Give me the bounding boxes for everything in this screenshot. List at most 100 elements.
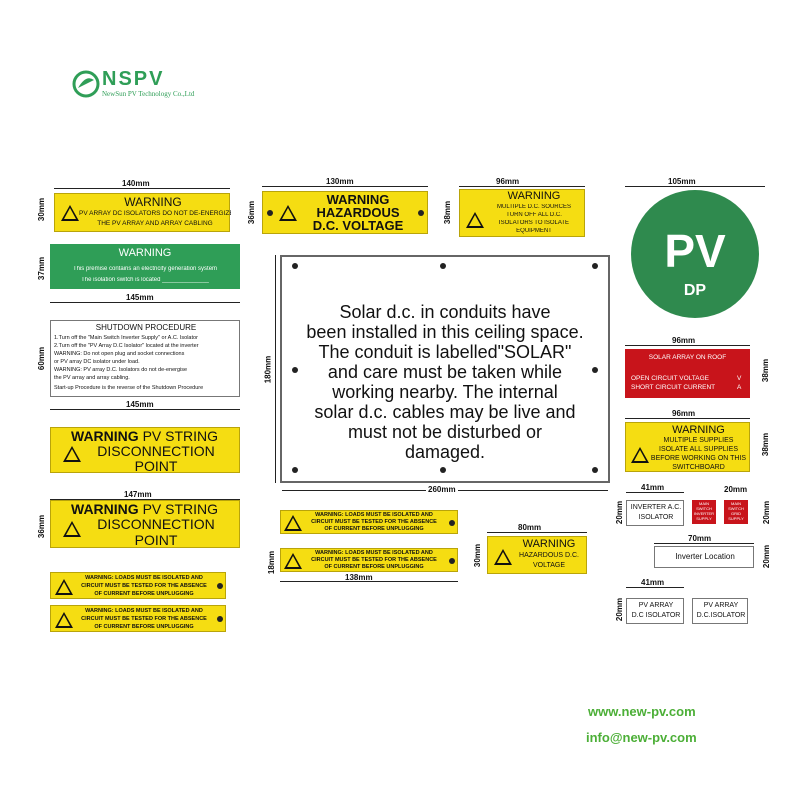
warning-sign-pv-array-isolators: WARNING PV ARRAY DC ISOLATORS DO NOT DE-… xyxy=(54,193,231,232)
mount-hole xyxy=(449,558,455,564)
warning-word: WARNING xyxy=(71,501,139,517)
dim-label: 20mm xyxy=(762,500,772,525)
pv-string-word: PV STRING xyxy=(142,501,219,517)
loads-isolated-sign: WARNING: LOADS MUST BE ISOLATED AND CIRC… xyxy=(50,572,226,599)
dim-label: 140mm xyxy=(122,179,150,188)
mount-hole xyxy=(217,583,223,589)
dim-label: 80mm xyxy=(518,523,542,532)
mount-hole xyxy=(292,263,298,269)
leaf-logo-icon xyxy=(72,70,100,98)
warning-triangle-icon xyxy=(63,446,81,462)
sign-title: WARNING xyxy=(124,195,182,209)
dim-label: 20mm xyxy=(762,544,772,569)
green-disc xyxy=(631,190,759,318)
mount-hole xyxy=(267,210,273,216)
logo-brand: NSPV xyxy=(102,68,165,90)
dim-label: 30mm xyxy=(37,197,47,222)
warning-sign-multiple-supplies: WARNING MULTIPLE SUPPLIES ISOLATE ALL SU… xyxy=(625,422,750,472)
mount-hole xyxy=(217,616,223,622)
warning-triangle-icon xyxy=(55,579,73,595)
warning-triangle-icon xyxy=(466,212,484,228)
dim-line xyxy=(459,186,585,187)
dim-label: 96mm xyxy=(672,409,696,418)
main-switch-inverter-supply-label: MAIN SWITCH INVERTER SUPPLY xyxy=(692,500,716,524)
mount-hole xyxy=(292,467,298,473)
dim-label: 60mm xyxy=(37,346,47,371)
dim-label: 37mm xyxy=(37,256,47,281)
dim-line xyxy=(626,492,684,493)
warning-triangle-icon xyxy=(631,447,649,463)
dim-label: 105mm xyxy=(668,177,696,186)
website-link[interactable]: www.new-pv.com xyxy=(588,704,696,719)
loads-isolated-sign: WARNING: LOADS MUST BE ISOLATED AND CIRC… xyxy=(280,548,458,572)
warning-triangle-icon xyxy=(284,515,302,531)
warning-triangle-icon xyxy=(55,612,73,628)
loads-isolated-sign: WARNING: LOADS MUST BE ISOLATED AND CIRC… xyxy=(280,510,458,534)
solar-conduit-sign: Solar d.c. in conduits have been install… xyxy=(280,255,610,483)
dim-line xyxy=(54,188,230,189)
dim-label: 96mm xyxy=(672,336,696,345)
warning-triangle-icon xyxy=(494,549,512,565)
logo: NSPV NewSun PV Technology Co.,Ltd xyxy=(72,68,232,100)
sign-line: WARNING PV STRING xyxy=(71,428,241,444)
dim-label: 96mm xyxy=(496,177,520,186)
dim-line xyxy=(275,255,276,483)
dim-line xyxy=(50,499,240,500)
dim-line xyxy=(280,581,458,582)
warning-triangle-icon xyxy=(284,553,302,569)
dim-line xyxy=(654,543,754,544)
inverter-location-label: Inverter Location xyxy=(654,546,754,568)
dim-label: 20mm xyxy=(724,485,748,494)
pv-string-word: PV STRING xyxy=(142,428,219,444)
mount-hole xyxy=(592,367,598,373)
dim-line xyxy=(262,186,428,187)
pv-string-disconnection-sign: WARNING PV STRING DISCONNECTION POINT xyxy=(50,427,241,474)
logo-company: NewSun PV Technology Co.,Ltd xyxy=(102,90,195,98)
shutdown-procedure-sign: SHUTDOWN PROCEDURE 1.Turn off the "Main … xyxy=(50,320,240,397)
dim-line xyxy=(626,587,684,588)
dim-label: 36mm xyxy=(37,514,47,539)
dim-label: 38mm xyxy=(443,200,453,225)
email-link[interactable]: info@new-pv.com xyxy=(586,730,697,745)
warning-triangle-icon xyxy=(63,521,81,537)
dim-label: 38mm xyxy=(761,358,771,383)
mount-hole xyxy=(449,520,455,526)
mount-hole xyxy=(292,367,298,373)
dim-label: 260mm xyxy=(426,485,458,494)
dim-label: 41mm xyxy=(641,483,665,492)
pv-array-dc-isolator-label: PV ARRAY D.C.ISOLATOR xyxy=(692,598,748,624)
dim-line xyxy=(625,186,765,187)
dim-label: 70mm xyxy=(688,534,712,543)
loads-isolated-sign: WARNING: LOADS MUST BE ISOLATED AND CIRC… xyxy=(50,605,226,632)
dim-label: 180mm xyxy=(263,355,273,384)
warning-triangle-icon xyxy=(279,205,297,221)
dim-line xyxy=(625,345,750,346)
dim-label: 18mm xyxy=(267,550,277,575)
warning-triangle-icon xyxy=(61,205,79,221)
warning-sign-generation-system: WARNING This premise contains an electri… xyxy=(50,244,240,289)
dim-line xyxy=(625,418,750,419)
pv-array-dc-isolator-label: PV ARRAY D.C ISOLATOR xyxy=(626,598,684,624)
sign-line: WARNING PV STRING xyxy=(71,501,241,517)
dim-line xyxy=(50,302,240,303)
solar-array-on-roof-sign: SOLAR ARRAY ON ROOF OPEN CIRCUIT VOLTAGE… xyxy=(625,349,750,398)
dim-label: 38mm xyxy=(761,432,771,457)
inverter-ac-isolator-label: INVERTER A.C. ISOLATOR xyxy=(626,500,684,526)
mount-hole xyxy=(440,263,446,269)
mount-hole xyxy=(418,210,424,216)
mount-hole xyxy=(592,467,598,473)
pv-string-disconnection-sign: WARNING PV STRING DISCONNECTION POINT xyxy=(50,500,240,548)
dim-line xyxy=(487,532,587,533)
mount-hole xyxy=(440,467,446,473)
main-switch-grid-supply-label: MAIN SWITCH GRID SUPPLY xyxy=(724,500,748,524)
dim-label: 130mm xyxy=(326,177,354,186)
warning-word: WARNING xyxy=(71,428,139,444)
dim-label: 20mm xyxy=(615,500,625,525)
pv-dp-sign: PV DP xyxy=(625,190,765,318)
dim-label: 36mm xyxy=(247,200,257,225)
warning-sign-hazardous-dc: WARNING HAZARDOUS D.C. VOLTAGE xyxy=(262,191,428,234)
mount-hole xyxy=(592,263,598,269)
dim-label: 138mm xyxy=(345,573,373,582)
dim-label: 41mm xyxy=(641,578,665,587)
dim-line xyxy=(50,409,240,410)
